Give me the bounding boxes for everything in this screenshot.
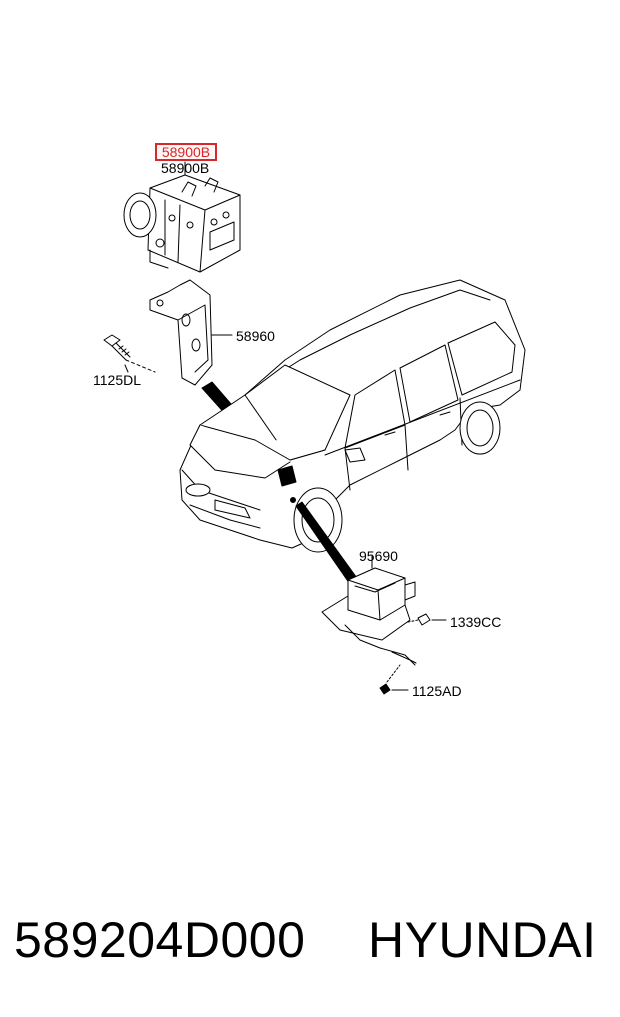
callout-abs-module[interactable]: 58900B xyxy=(161,160,210,176)
callout-bracket-bolt[interactable]: 1125DL xyxy=(93,372,142,388)
abs-module-illustration xyxy=(123,161,241,273)
vehicle-illustration xyxy=(179,279,526,553)
callout-sensor-nut[interactable]: 1339CC xyxy=(450,614,502,630)
brand-name: HYUNDAI xyxy=(368,912,597,968)
highlighted-part-label: 58900B xyxy=(161,144,211,160)
callout-sensor[interactable]: 95690 xyxy=(359,548,398,564)
bolt-1125dl-illustration xyxy=(103,334,156,373)
abs-location-mark xyxy=(277,465,297,487)
callout-sensor-bolt[interactable]: 1125AD xyxy=(412,683,462,699)
callout-bracket[interactable]: 58960 xyxy=(236,328,275,344)
highlighted-part-callout[interactable]: 58900B xyxy=(155,143,217,161)
bracket-illustration xyxy=(149,279,233,386)
part-number: 589204D000 xyxy=(14,912,306,968)
sensor-location-mark xyxy=(290,497,296,503)
sensor-illustration xyxy=(321,554,417,666)
nut-1339cc-illustration xyxy=(407,613,447,626)
bolt-1125ad-illustration xyxy=(379,664,409,695)
parts-diagram xyxy=(103,161,526,695)
